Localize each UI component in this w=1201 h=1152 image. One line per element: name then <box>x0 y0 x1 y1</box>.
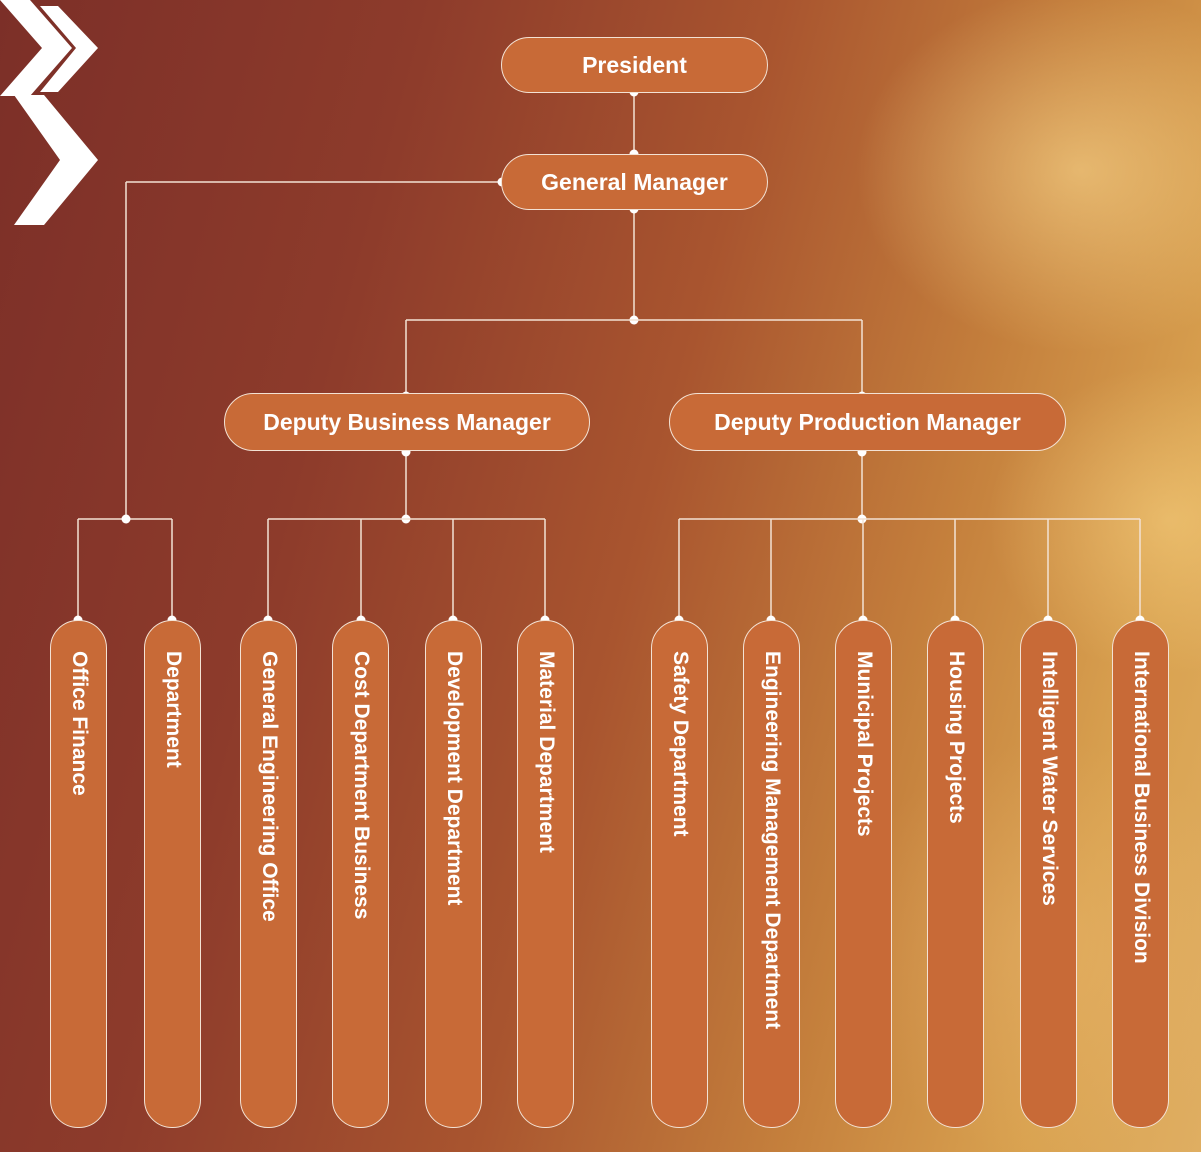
dept-cost-department-business: Cost Department Business <box>332 620 389 1128</box>
node-label: Deputy Production Manager <box>714 408 1021 435</box>
dept-label: Department <box>161 651 185 768</box>
dept-label: Office Finance <box>67 651 91 796</box>
dept-municipal-projects: Municipal Projects <box>835 620 892 1128</box>
node-general-manager: General Manager <box>501 154 768 210</box>
dept-label: Development Department <box>442 651 466 906</box>
node-label: Deputy Business Manager <box>263 408 551 435</box>
dept-safety-department: Safety Department <box>651 620 708 1128</box>
dept-housing-projects: Housing Projects <box>927 620 984 1128</box>
dept-department: Department <box>144 620 201 1128</box>
double-chevron-icon <box>0 0 98 225</box>
dept-label: Municipal Projects <box>852 651 876 837</box>
dept-label: Engineering Management Department <box>760 651 784 1030</box>
dept-office-finance: Office Finance <box>50 620 107 1128</box>
dept-development-department: Development Department <box>425 620 482 1128</box>
node-label: President <box>582 51 687 78</box>
dept-label: Safety Department <box>668 651 692 837</box>
dept-material-department: Material Department <box>517 620 574 1128</box>
node-deputy-production-manager: Deputy Production Manager <box>669 393 1066 451</box>
dept-label: Intelligent Water Services <box>1037 651 1061 906</box>
dept-label: Material Department <box>534 651 558 853</box>
dept-label: Cost Department Business <box>349 651 373 920</box>
node-deputy-business-manager: Deputy Business Manager <box>224 393 590 451</box>
node-label: General Manager <box>541 168 728 195</box>
dept-label: Housing Projects <box>944 651 968 824</box>
dept-label: International Business Division <box>1129 651 1153 964</box>
dept-general-engineering-office: General Engineering Office <box>240 620 297 1128</box>
dept-international-business-division: International Business Division <box>1112 620 1169 1128</box>
dept-intelligent-water-services: Intelligent Water Services <box>1020 620 1077 1128</box>
dept-label: General Engineering Office <box>257 651 281 922</box>
node-president: President <box>501 37 768 93</box>
dept-engineering-management-department: Engineering Management Department <box>743 620 800 1128</box>
